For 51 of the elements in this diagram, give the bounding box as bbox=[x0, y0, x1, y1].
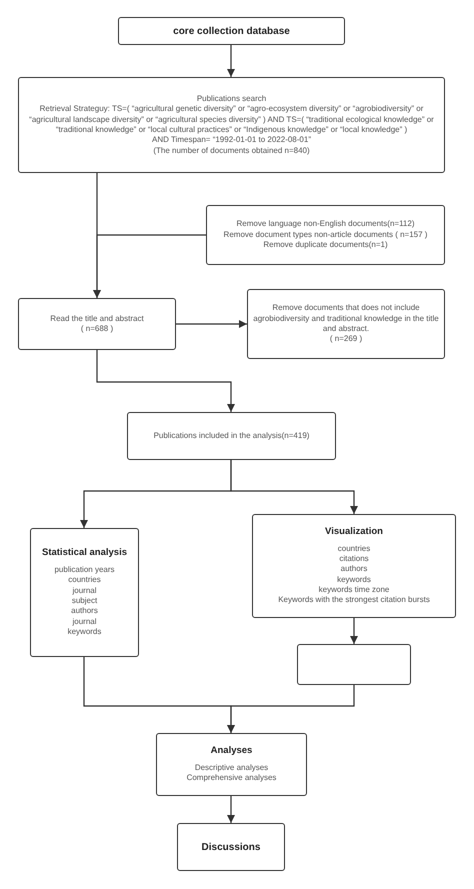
visualization-box bbox=[252, 514, 456, 618]
body-text: Read the title and abstract bbox=[50, 314, 144, 324]
body-text: keywords bbox=[337, 574, 371, 586]
body-text: Publications search bbox=[196, 94, 266, 104]
result-box bbox=[127, 412, 336, 460]
body-text: authors bbox=[71, 606, 98, 617]
body-text: journal bbox=[72, 586, 96, 596]
body-text: ( n=269 ) bbox=[330, 334, 362, 345]
heading: Analyses bbox=[210, 745, 252, 758]
body-text: keywords time zone bbox=[318, 585, 390, 596]
body-text: Remove language non-English documents(n=112) bbox=[236, 219, 414, 230]
tool-box bbox=[297, 644, 411, 685]
body-text: countries bbox=[338, 544, 370, 554]
body-text: Remove duplicate documents(n=1) bbox=[263, 240, 388, 251]
body-text: publication years bbox=[54, 564, 115, 576]
search-box bbox=[18, 77, 445, 173]
arrow bbox=[227, 796, 235, 823]
exclusion-box bbox=[206, 205, 445, 265]
body-text: Retrieval Strateguy: TS=( “agricultural genetic diversity” or “agro-ecosystem diversity” or “agrobiodiversity” or “agricultural landscape diversity” or “agricultural species diversity” ) AND TS=( “traditional ecological knowledge” or “traditional knowledge” or “local cultural practices” or “Indigenous knowledge” or “local knowledge” ) bbox=[28, 104, 435, 136]
discussion-box bbox=[177, 823, 285, 871]
body-text: AND Timespan= “1992-01-01 to 2022-08-01” bbox=[152, 135, 311, 146]
body-text: subject bbox=[72, 596, 98, 606]
screening-box bbox=[18, 298, 176, 350]
body-text: keywords bbox=[68, 627, 102, 638]
heading: Statistical analysis bbox=[42, 547, 128, 560]
heading: core collection database bbox=[173, 24, 290, 38]
body-text: citations bbox=[339, 554, 369, 564]
exclusion-box bbox=[247, 289, 445, 359]
heading: Visualization bbox=[325, 526, 383, 538]
body-text: ( n=688 ) bbox=[80, 324, 114, 334]
heading: Discussions bbox=[202, 840, 260, 854]
body-text: countries bbox=[68, 575, 101, 586]
arrow bbox=[230, 460, 358, 514]
body-text: journal bbox=[72, 616, 96, 628]
body-text: authors bbox=[340, 564, 368, 575]
body-text: Remove document types non-article documents ( n=157 ) bbox=[224, 230, 428, 240]
arrow bbox=[227, 685, 355, 733]
source-box bbox=[118, 17, 345, 45]
body-text: Remove documents that does not include agrobiodiversity and traditional knowledge in the title and abstract. bbox=[252, 303, 440, 334]
body-text: Comprehensive analyses bbox=[186, 773, 276, 784]
arrow bbox=[350, 618, 358, 644]
arrow bbox=[176, 320, 247, 328]
analysis-box bbox=[156, 733, 307, 796]
arrow bbox=[96, 350, 235, 412]
body-text: Publications included in the analysis(n=419) bbox=[154, 430, 310, 442]
arrow bbox=[227, 45, 235, 77]
body-text: (The number of documents obtained n=840) bbox=[153, 146, 310, 156]
analysis-box bbox=[30, 528, 139, 657]
arrow bbox=[93, 234, 206, 298]
body-text: Keywords with the strongest citation bursts bbox=[278, 595, 430, 606]
body-text: Descriptive analyses bbox=[194, 762, 268, 774]
